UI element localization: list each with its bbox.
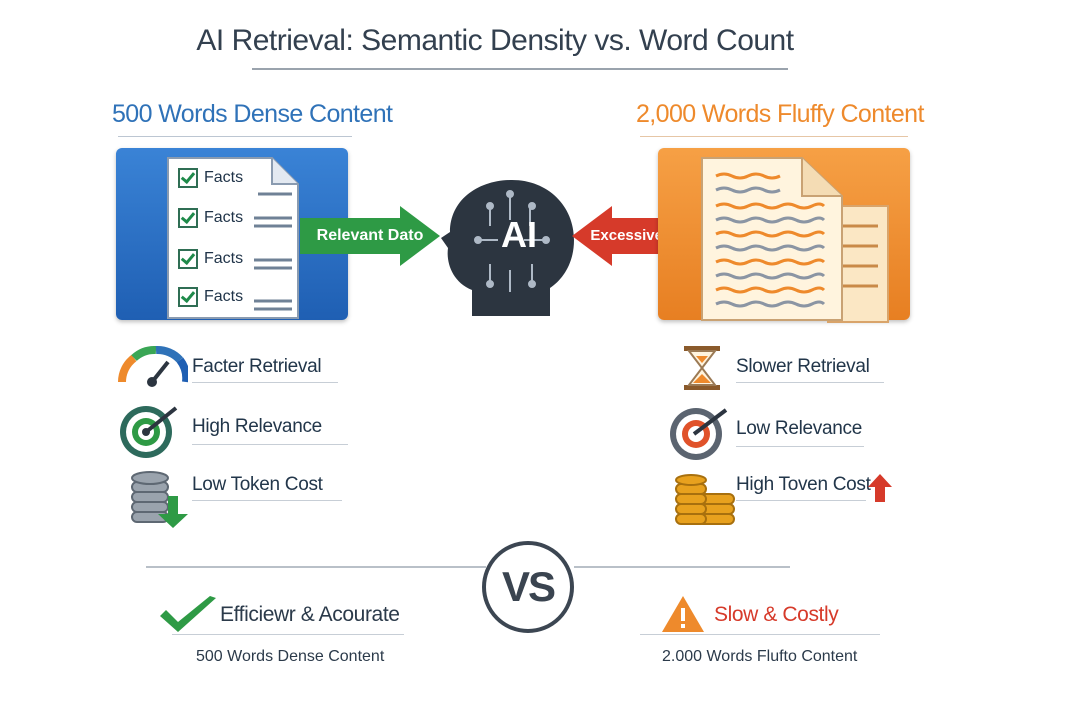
metric-rule — [736, 382, 884, 383]
metric-rule — [192, 500, 342, 501]
vs-divider-right — [574, 566, 790, 568]
left-heading: 500 Words Dense Content — [112, 100, 393, 128]
facts-list: Facts Facts Facts Facts — [178, 168, 243, 315]
fact-label: Facts — [204, 288, 244, 305]
fact-label: Facts — [204, 169, 244, 186]
vs-badge: VS — [482, 541, 574, 633]
relevant-data-label: Relevant Dato — [316, 227, 424, 244]
arrow-up-icon — [868, 474, 892, 502]
fact-item: Facts — [178, 168, 243, 196]
right-heading: 2,000 Words Fluffy Content — [636, 100, 924, 128]
dense-document-icon — [167, 157, 299, 319]
fact-label: Facts — [204, 250, 244, 267]
target-icon — [120, 406, 178, 458]
verdict-rule — [640, 634, 880, 635]
right-verdict: Slow & Costly — [714, 603, 839, 626]
warning-icon — [662, 596, 704, 632]
metric-low-relevance: Low Relevance — [736, 418, 863, 439]
checkbox-icon — [178, 168, 198, 188]
checkmark-icon — [160, 596, 216, 632]
ai-label: AI — [501, 214, 537, 255]
left-verdict: Efficiewr & Acourate — [220, 603, 400, 626]
metric-low-token-cost: Low Token Cost — [192, 474, 323, 495]
fluffy-document-icon — [701, 157, 889, 323]
fact-item: Facts — [178, 249, 243, 277]
metric-rule — [192, 382, 338, 383]
checkbox-icon — [178, 208, 198, 228]
right-subtitle: 2.000 Words Flufto Content — [662, 648, 858, 665]
gold-coins-icon — [675, 474, 735, 525]
fact-label: Facts — [204, 209, 244, 226]
target-miss-icon — [670, 408, 728, 460]
metric-slower-retrieval: Slower Retrieval — [736, 356, 870, 377]
ai-brain-icon — [441, 180, 574, 316]
checkbox-icon — [178, 249, 198, 269]
metric-high-relevance: High Relevance — [192, 416, 322, 437]
fact-item: Facts — [178, 287, 243, 315]
metric-faster-retrieval: Facter Retrieval — [192, 356, 322, 377]
coin-stack-down-icon — [131, 471, 188, 528]
checkbox-icon — [178, 287, 198, 307]
metric-high-token-cost: High Toven Cost — [736, 474, 871, 495]
right-heading-rule — [640, 136, 908, 137]
title-underline — [252, 68, 788, 70]
vs-divider-left — [146, 566, 486, 568]
metric-rule — [736, 500, 866, 501]
left-heading-rule — [118, 136, 352, 137]
left-subtitle: 500 Words Dense Content — [196, 648, 385, 665]
metric-rule — [736, 446, 864, 447]
relevant-data-arrow — [300, 206, 440, 266]
speedometer-icon — [118, 345, 188, 387]
page-title: AI Retrieval: Semantic Density vs. Word … — [196, 24, 794, 57]
metric-rule — [192, 444, 348, 445]
hourglass-icon — [684, 346, 720, 390]
verdict-rule — [172, 634, 404, 635]
fact-item: Facts — [178, 208, 243, 236]
